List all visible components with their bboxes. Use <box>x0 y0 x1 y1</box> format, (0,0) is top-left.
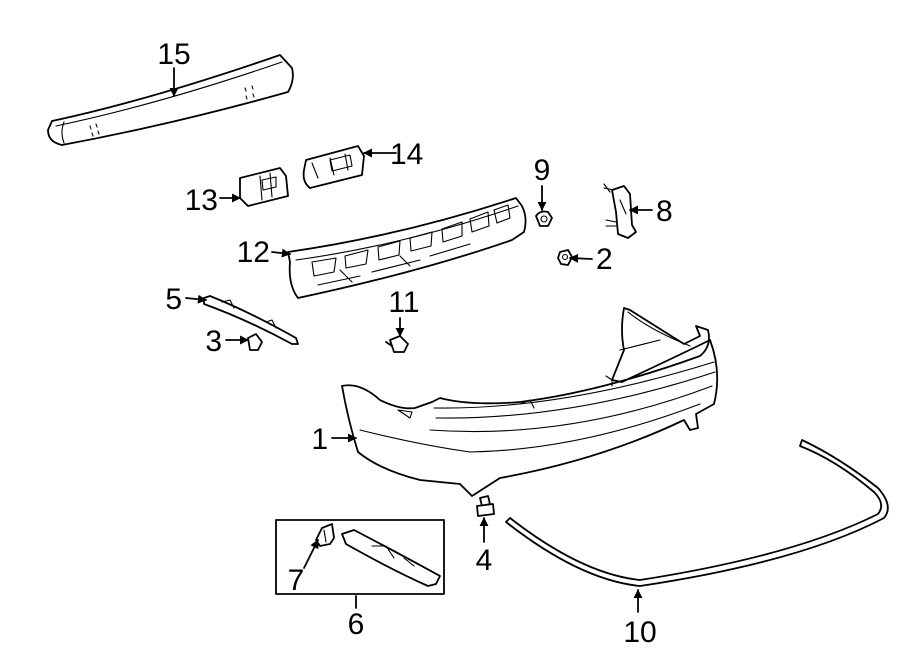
callout-13: 13 <box>185 184 218 217</box>
part-10-molding <box>505 439 889 587</box>
part-15-reinforcement <box>47 54 294 146</box>
callout-2: 2 <box>596 243 613 276</box>
callout-5: 5 <box>165 283 182 316</box>
callout-1: 1 <box>311 423 328 456</box>
callout-leaders <box>169 67 653 613</box>
part-9-nut <box>535 210 553 227</box>
part-1-bumper-cover <box>341 307 719 497</box>
callout-12: 12 <box>237 236 270 269</box>
part-4-screw <box>476 495 495 517</box>
callout-11: 11 <box>388 286 419 319</box>
callout-4: 4 <box>476 544 493 577</box>
callout-15: 15 <box>157 38 190 71</box>
part-12-absorber-panel <box>287 197 527 299</box>
leader-2 <box>569 253 593 263</box>
callout-14: 14 <box>390 138 423 171</box>
part-3-clip <box>247 333 263 351</box>
callout-8: 8 <box>656 195 673 228</box>
part-14-absorber <box>302 145 365 189</box>
leader-12 <box>271 248 291 258</box>
callout-9: 9 <box>534 154 551 187</box>
callout-7: 7 <box>288 564 305 597</box>
part-2-nut <box>557 249 573 266</box>
part-11-clip <box>385 335 409 353</box>
part-6-kit-box <box>275 519 445 595</box>
part-13-absorber <box>239 167 289 207</box>
part-5-retainer <box>203 295 299 345</box>
part-8-bracket <box>603 183 637 239</box>
callout-labels: 15 14 13 12 9 8 2 5 3 11 1 4 7 6 10 <box>157 38 672 649</box>
callout-3: 3 <box>205 325 222 358</box>
leader-5 <box>185 294 207 304</box>
callout-6: 6 <box>348 608 365 641</box>
callout-10: 10 <box>623 616 656 649</box>
leader-7 <box>303 539 319 569</box>
